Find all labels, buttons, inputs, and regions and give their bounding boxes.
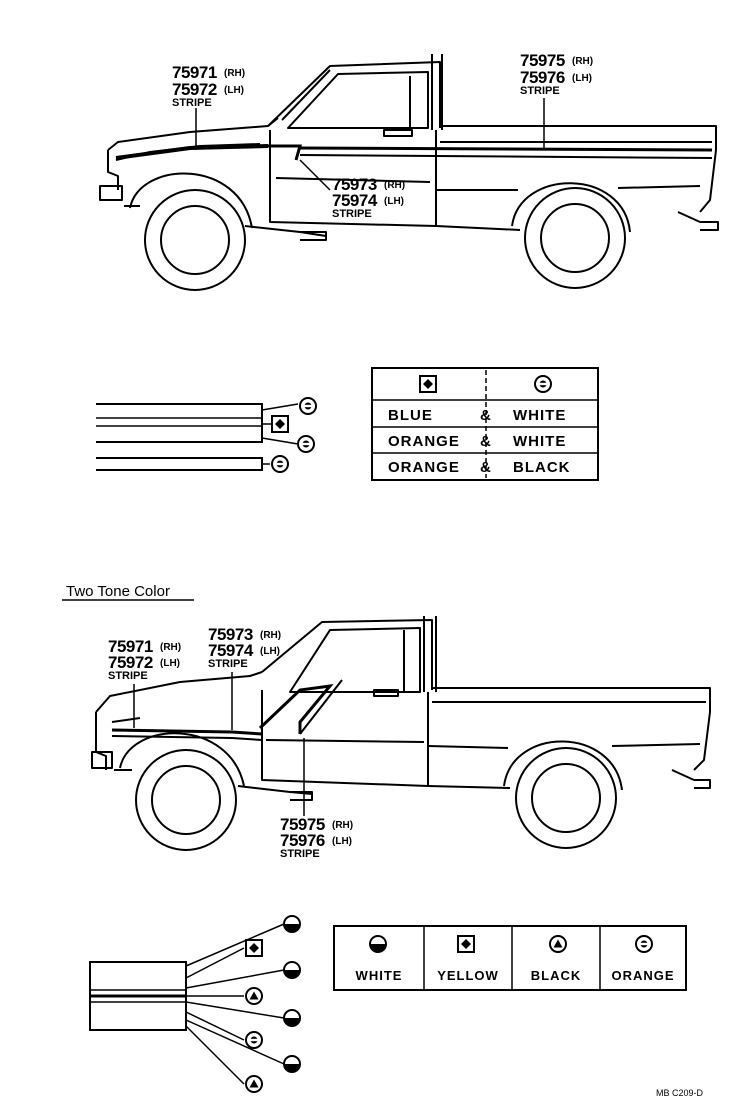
svg-text:(LH): (LH) [224, 85, 244, 96]
half-circle-icon [283, 1055, 301, 1073]
svg-text:STRIPE: STRIPE [280, 848, 320, 860]
stripe-detail-1 [96, 403, 299, 471]
svg-text:(RH): (RH) [260, 630, 281, 641]
svg-text:BLACK: BLACK [513, 459, 571, 476]
svg-text:BLUE: BLUE [388, 407, 433, 424]
half-circle-icon [283, 961, 301, 979]
footer-code: MB C209-D [656, 1088, 704, 1098]
diamond-square-icon [271, 415, 289, 433]
svg-text:(RH): (RH) [332, 820, 353, 831]
svg-text:75976: 75976 [520, 68, 565, 87]
half-circle-icon [283, 1009, 301, 1027]
truck-2-callout-75975: 75975 (RH) 75976 (LH) STRIPE [280, 815, 353, 860]
svg-text:WHITE: WHITE [513, 407, 566, 424]
table-cell: WHITE [356, 968, 403, 983]
svg-text:(RH): (RH) [224, 68, 245, 79]
svg-text:75975: 75975 [280, 815, 325, 834]
circle-dot-icon [271, 455, 289, 473]
diamond-square-icon [245, 939, 263, 957]
section-title: Two Tone Color [66, 583, 170, 600]
svg-text:&: & [480, 433, 492, 450]
svg-text:75973: 75973 [332, 175, 377, 194]
triangle-circle-icon [549, 935, 567, 953]
stripe-detail-2 [89, 923, 285, 1085]
svg-text:(LH): (LH) [160, 658, 180, 669]
svg-text:(LH): (LH) [572, 73, 592, 84]
svg-text:ORANGE: ORANGE [388, 459, 460, 476]
svg-text:75971: 75971 [108, 637, 153, 656]
svg-text:(RH): (RH) [572, 56, 593, 67]
table-cell: ORANGE [611, 968, 674, 983]
table-cell: YELLOW [437, 968, 499, 983]
table-row: ORANGE & WHITE [388, 433, 566, 450]
svg-text:75975: 75975 [520, 51, 565, 70]
truck-2-callout-75971: 75971 (RH) 75972 (LH) STRIPE [108, 637, 181, 682]
part-number: 75971 [172, 63, 217, 82]
svg-text:STRIPE: STRIPE [172, 97, 212, 109]
truck-1-callout-75975: 75975 (RH) 75976 (LH) STRIPE [520, 51, 593, 97]
table-row: BLUE & WHITE [388, 407, 566, 424]
svg-text:75974: 75974 [332, 191, 378, 210]
circle-dot-icon [299, 397, 317, 415]
svg-text:(RH): (RH) [384, 180, 405, 191]
truck-1-callout-75971: 75971 (RH) 75972 (LH) STRIPE [172, 63, 245, 109]
svg-text:WHITE: WHITE [513, 433, 566, 450]
half-circle-icon [283, 915, 301, 933]
triangle-circle-icon [245, 987, 263, 1005]
svg-text:ORANGE: ORANGE [388, 433, 460, 450]
circle-dot-icon [635, 935, 653, 953]
half-circle-icon [369, 935, 387, 953]
truck-1-leaders [195, 98, 545, 191]
circle-dot-icon [534, 375, 552, 393]
truck-1-callout-75973: 75973 (RH) 75974 (LH) STRIPE [332, 175, 405, 220]
svg-text:(RH): (RH) [160, 642, 181, 653]
table-row: ORANGE & BLACK [388, 459, 571, 476]
circle-dot-icon [245, 1031, 263, 1049]
truck-2-callout-75973: 75973 (RH) 75974 (LH) STRIPE [208, 625, 281, 670]
triangle-circle-icon [245, 1075, 263, 1093]
part-number: 75972 [172, 80, 217, 99]
diamond-square-icon [419, 375, 437, 393]
svg-text:STRIPE: STRIPE [520, 85, 560, 97]
svg-text:&: & [480, 407, 492, 424]
truck-1-stripes [115, 144, 713, 161]
svg-text:75974: 75974 [208, 641, 254, 660]
truck-2-stripes [111, 679, 343, 741]
truck-1-drawing [99, 54, 719, 291]
svg-text:&: & [480, 459, 492, 476]
svg-text:STRIPE: STRIPE [108, 670, 148, 682]
svg-text:STRIPE: STRIPE [332, 208, 372, 220]
color-table-1: BLUE & WHITE ORANGE & WHITE ORANGE & BLA… [371, 367, 599, 481]
circle-dot-icon [297, 435, 315, 453]
diamond-square-icon [457, 935, 475, 953]
svg-text:(LH): (LH) [384, 196, 404, 207]
svg-text:(LH): (LH) [332, 836, 352, 847]
svg-text:75972: 75972 [108, 653, 153, 672]
truck-2-drawing [91, 616, 711, 851]
table-cell: BLACK [531, 968, 582, 983]
svg-text:75976: 75976 [280, 831, 325, 850]
svg-text:STRIPE: STRIPE [208, 658, 248, 670]
svg-text:(LH): (LH) [260, 646, 280, 657]
svg-text:75973: 75973 [208, 625, 253, 644]
truck-2-leaders [133, 672, 305, 816]
color-table-2: WHITE YELLOW BLACK ORANGE [333, 925, 687, 991]
